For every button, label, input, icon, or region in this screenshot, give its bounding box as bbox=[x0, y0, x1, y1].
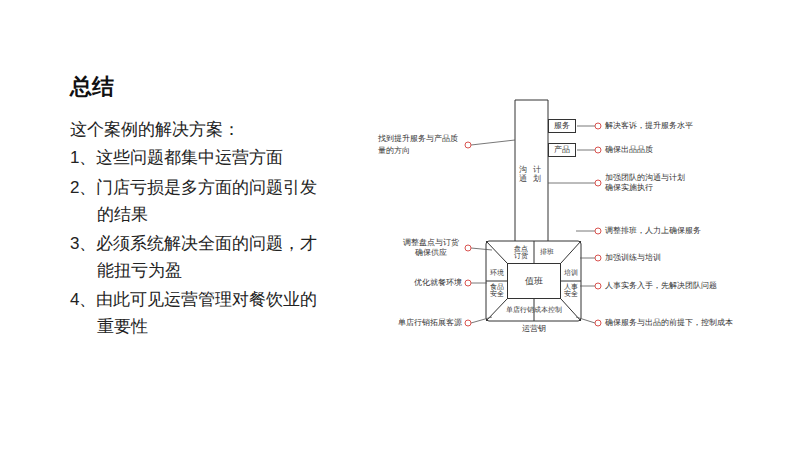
leader-line bbox=[471, 248, 492, 250]
callout-text: 调整排班，人力上确保服务 bbox=[605, 226, 775, 236]
node-text: 环境 bbox=[489, 269, 505, 276]
key-shaft bbox=[515, 100, 548, 241]
node-text: 成本控制 bbox=[533, 306, 563, 313]
callout-dot bbox=[465, 142, 471, 148]
callout-text: 解决客诉，提升服务水平 bbox=[605, 121, 775, 131]
bow-segment: 盘点订货 bbox=[512, 245, 530, 260]
tooth-box: 产品 bbox=[548, 143, 576, 157]
node-text: 食品安全 bbox=[489, 283, 505, 298]
tooth-box: 服务 bbox=[548, 119, 576, 133]
leader-line bbox=[580, 286, 595, 287]
node-text: 值班 bbox=[508, 276, 560, 286]
callout-dot bbox=[465, 280, 471, 286]
bow-segment: 环境 bbox=[489, 269, 505, 276]
leader-line bbox=[576, 317, 595, 323]
vertical-text: 沟通 bbox=[519, 166, 527, 184]
bow-segment: 单店行销 bbox=[505, 306, 535, 313]
callout-dot bbox=[595, 147, 601, 153]
callout-dot bbox=[595, 228, 601, 234]
leader-line bbox=[576, 231, 595, 232]
callout-text: 优化就餐环境 bbox=[362, 278, 462, 288]
center-box: 值班 bbox=[507, 263, 561, 299]
callout-text: 确保服务与出品的前提下，控制成本 bbox=[605, 318, 795, 328]
divider bbox=[486, 241, 507, 263]
intro-text: 这个案例的解决方案： bbox=[70, 116, 370, 143]
callout-dot bbox=[465, 320, 471, 326]
callout-text: 找到提升服务与产品质 量的方向 bbox=[378, 133, 462, 157]
bow-segment: 食品安全 bbox=[489, 283, 505, 298]
callout-dot bbox=[595, 123, 601, 129]
list-item: 2、门店亏损是多方面的问题引发 的结果 bbox=[70, 174, 336, 228]
node-text: 盘点订货 bbox=[512, 245, 530, 260]
node-text: 排班 bbox=[538, 248, 556, 255]
slide-title: 总结 bbox=[70, 72, 114, 102]
node-text: 人事安全 bbox=[563, 283, 579, 298]
leader-line bbox=[580, 258, 595, 259]
leader-line bbox=[471, 317, 492, 323]
callout-dot bbox=[595, 255, 601, 261]
leader-line bbox=[548, 183, 595, 184]
leader-line bbox=[471, 140, 515, 145]
callout-dot bbox=[595, 320, 601, 326]
divider bbox=[486, 281, 507, 282]
divider bbox=[561, 241, 581, 263]
node-text: 服务 bbox=[549, 122, 575, 131]
callout-text: 确保出品品质 bbox=[605, 145, 775, 155]
bow-segment: 排班 bbox=[538, 248, 556, 255]
callout-dots bbox=[465, 123, 601, 326]
list-item: 3、必须系统解决全面的问题，才 能扭亏为盈 bbox=[70, 230, 336, 284]
callout-text: 加强团队的沟通与计划 确保实施执行 bbox=[605, 173, 687, 193]
list-item: 1、这些问题都集中运营方面 bbox=[70, 144, 370, 171]
bow-segment: 人事安全 bbox=[563, 283, 579, 298]
callout-text: 调整盘点与订货 确保供应 bbox=[400, 238, 462, 258]
callout-dot bbox=[465, 245, 471, 251]
callout-text: 加强训练与培训 bbox=[605, 253, 775, 263]
divider bbox=[561, 281, 581, 282]
vertical-text: 计划 bbox=[533, 166, 541, 184]
key-bow bbox=[486, 241, 581, 321]
bow-segment: 培训 bbox=[563, 269, 579, 276]
callout-dot bbox=[595, 180, 601, 186]
leader-line bbox=[577, 150, 595, 151]
leader-lines bbox=[471, 126, 595, 323]
node-text: 产品 bbox=[549, 146, 575, 155]
bow-segment: 成本控制 bbox=[533, 306, 563, 313]
leader-line bbox=[471, 283, 487, 284]
callout-text: 人事实务入手，先解决团队问题 bbox=[605, 281, 775, 291]
list-item: 4、由此可见运营管理对餐饮业的 重要性 bbox=[70, 286, 336, 340]
node-text: 培训 bbox=[563, 269, 579, 276]
diagram-caption: 运营钥 bbox=[504, 324, 564, 334]
callout-dot bbox=[595, 283, 601, 289]
callout-text: 单店行销拓展客源 bbox=[342, 318, 462, 328]
leader-line bbox=[577, 126, 595, 127]
divider bbox=[534, 241, 535, 263]
node-text: 单店行销 bbox=[505, 306, 535, 313]
